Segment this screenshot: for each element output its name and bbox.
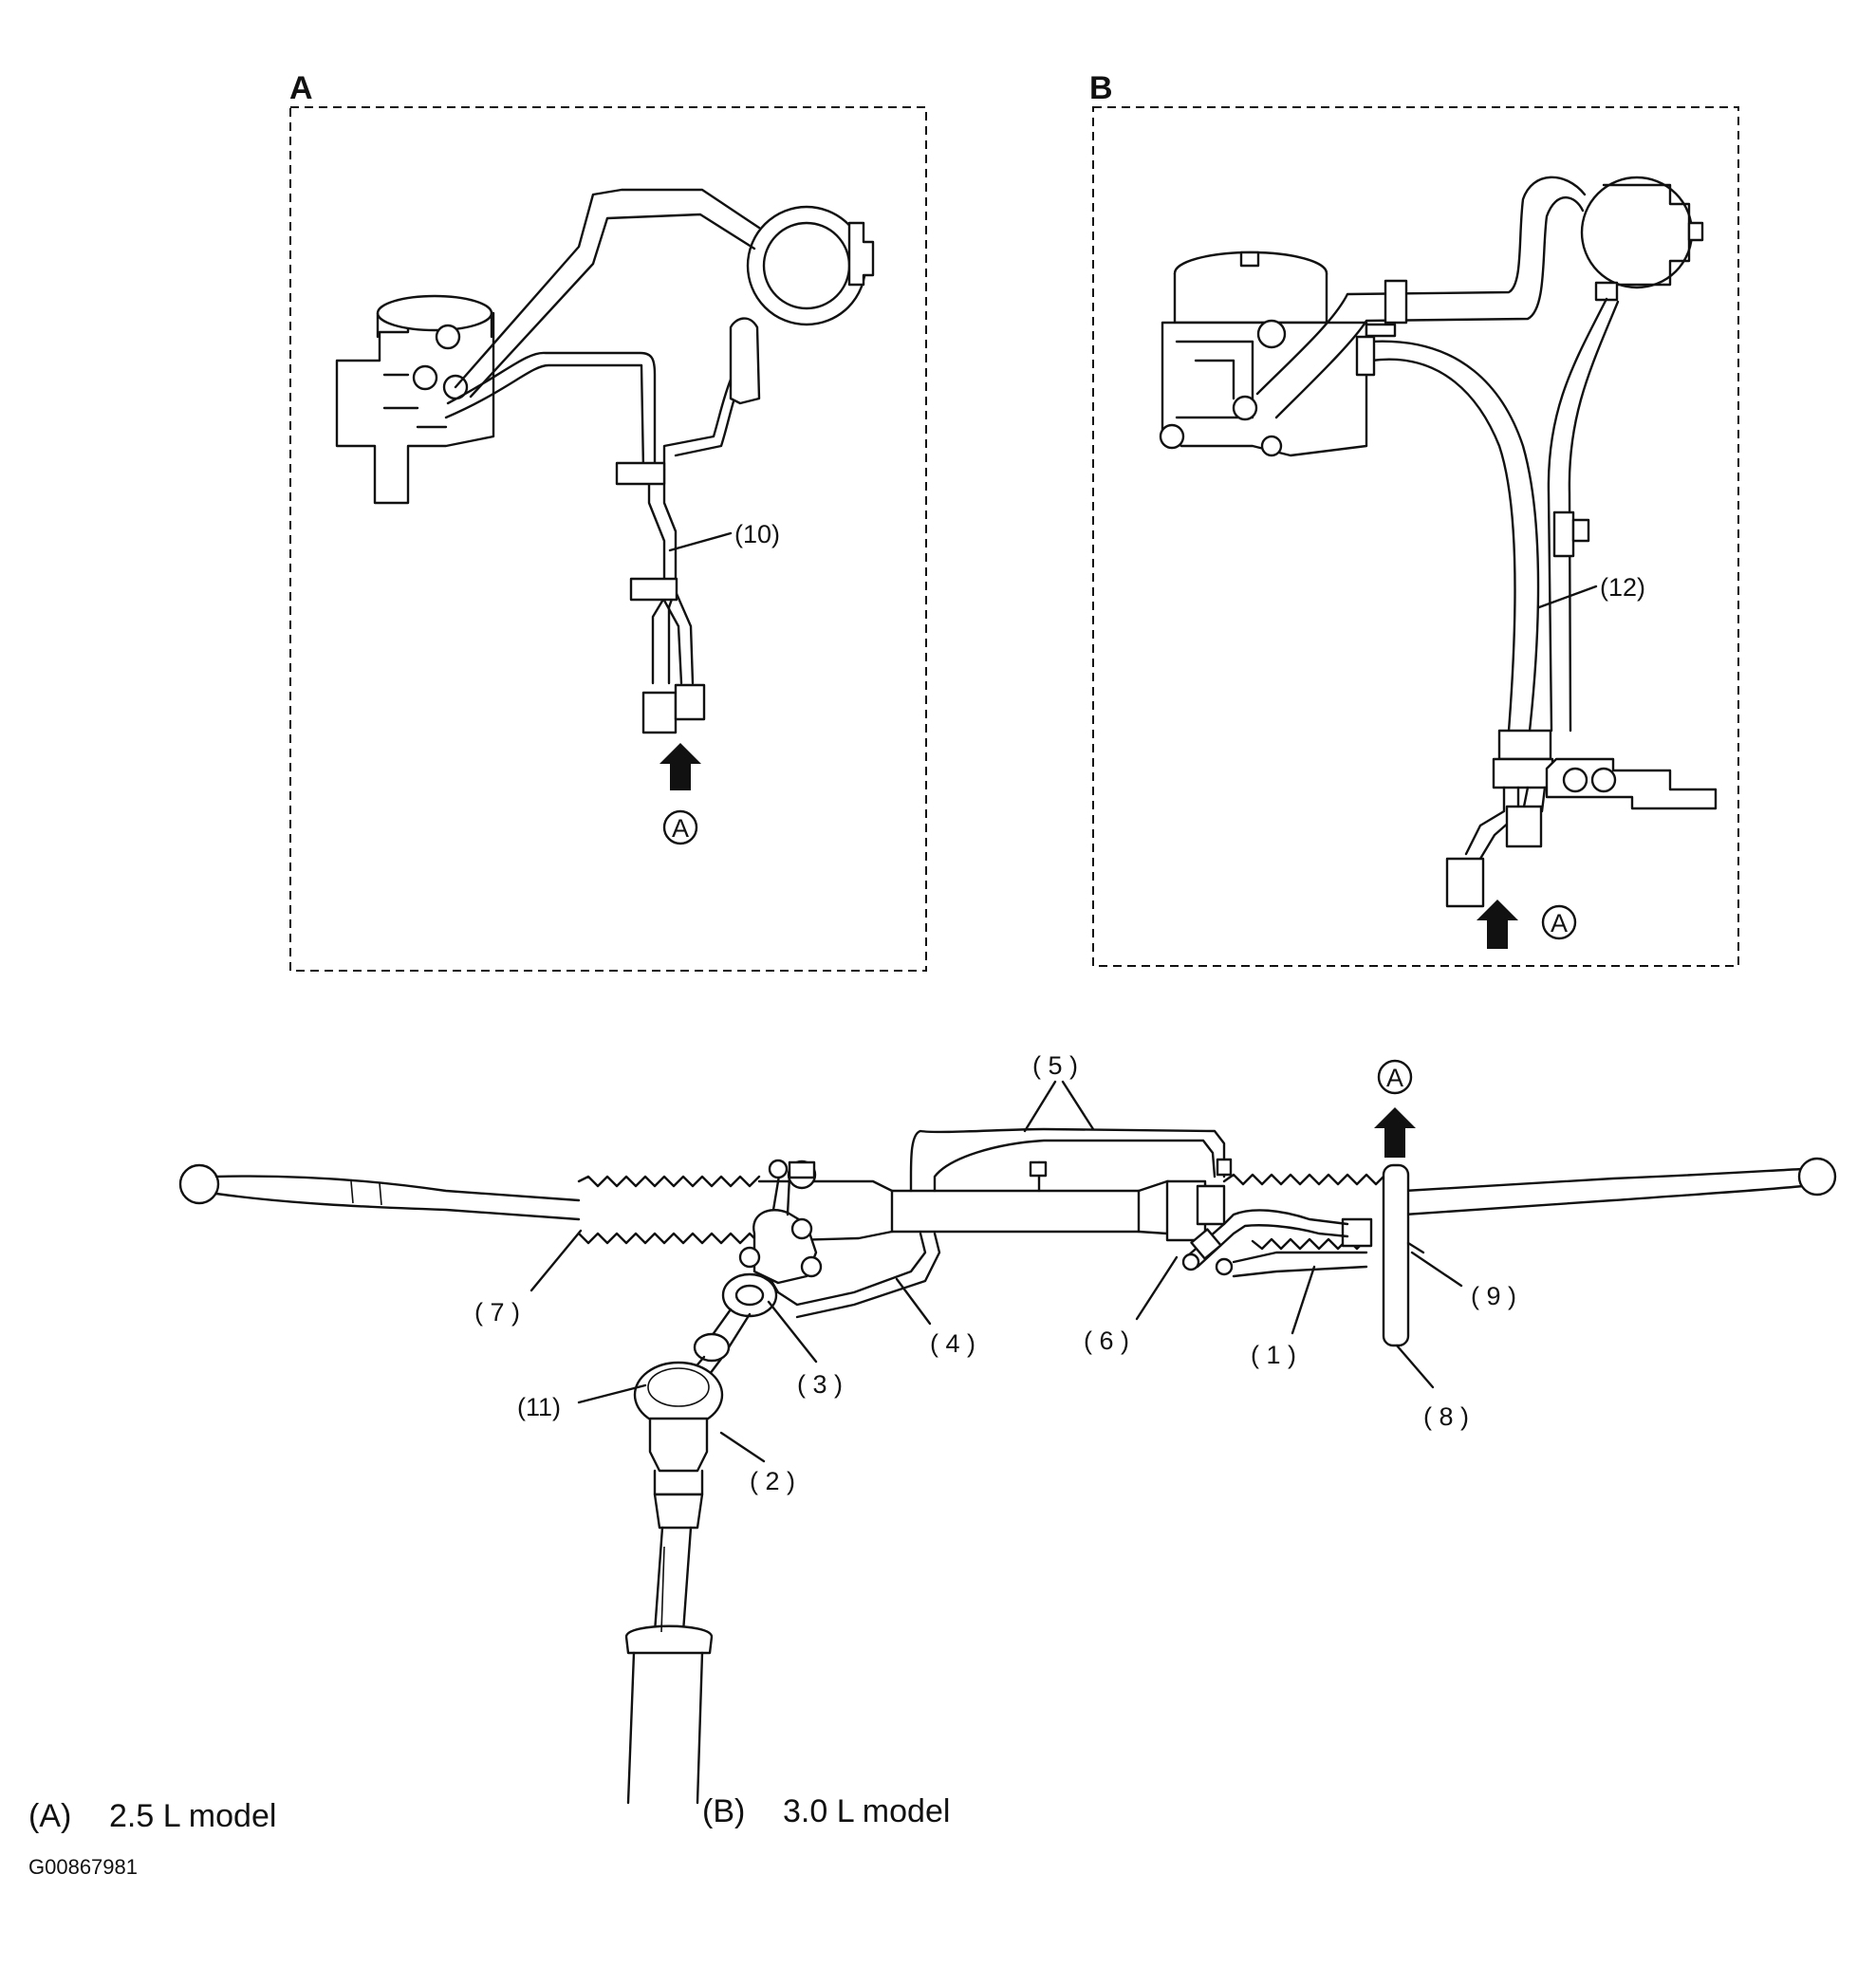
legend-text-b: 3.0 L model — [783, 1793, 950, 1829]
boot-left — [577, 1175, 761, 1245]
marker-a-label: A — [672, 814, 689, 843]
panel-b: B — [1089, 70, 1739, 967]
callout-11: (11) — [517, 1393, 561, 1421]
power-steering-pump-b — [1159, 251, 1368, 457]
callout-8: ( 8 ) — [1423, 1402, 1469, 1431]
gearbox-housing — [757, 1160, 1226, 1243]
marker-b-circle — [1541, 904, 1577, 940]
valve-assembly — [738, 1159, 823, 1285]
marker-b-label: A — [1551, 909, 1568, 937]
view-arrow-b — [1477, 900, 1518, 949]
legend: (A) 2.5 L model (B) 3.0 L model G0086798… — [28, 1793, 950, 1879]
supply-hose-b — [1255, 176, 1587, 419]
callout-4: ( 4 ) — [930, 1329, 975, 1358]
panel-a-letter: A — [289, 70, 313, 106]
callout-10: (10) — [734, 520, 780, 548]
hoses-a — [444, 188, 761, 472]
legend-text-a: 2.5 L model — [109, 1798, 276, 1834]
callout-12-leader — [1537, 585, 1598, 609]
marker-assembly-circle — [1377, 1059, 1413, 1095]
callout-7: ( 7 ) — [474, 1298, 520, 1327]
callout-1: ( 1 ) — [1251, 1341, 1296, 1369]
pressure-hose-b — [1355, 297, 1620, 733]
marker-a-circle — [662, 809, 698, 845]
callout-5: ( 5 ) — [1032, 1051, 1078, 1080]
pipe-set-4 — [767, 1232, 941, 1319]
callout-3: ( 3 ) — [797, 1370, 843, 1399]
view-arrow-assembly — [1374, 1107, 1416, 1158]
panel-a: A — [289, 70, 927, 972]
callout-6: ( 6 ) — [1084, 1327, 1129, 1355]
reservoir-tank-a — [746, 205, 875, 326]
leader-lines — [529, 1080, 1463, 1463]
marker-assembly-label: A — [1386, 1064, 1403, 1092]
steering-shaft — [624, 1526, 714, 1805]
tie-rod-left — [178, 1163, 581, 1221]
callout-12: (12) — [1600, 573, 1645, 602]
callout-9: ( 9 ) — [1471, 1282, 1516, 1310]
view-arrow-a — [659, 743, 701, 790]
steering-joint-cover — [633, 1361, 724, 1530]
pipe-fittings-right — [1181, 1209, 1368, 1278]
figure-id: G00867981 — [28, 1855, 138, 1879]
callout-10-leader — [668, 531, 733, 552]
power-steering-pump-a — [335, 294, 495, 505]
panel-b-letter: B — [1089, 70, 1113, 106]
legend-key-a: (A) — [28, 1798, 71, 1834]
legend-key-b: (B) — [702, 1793, 745, 1829]
pipe-set-5 — [909, 1127, 1233, 1193]
tie-rod-right — [1402, 1157, 1837, 1216]
callout-2: ( 2 ) — [750, 1467, 795, 1495]
panel-b-frame — [1092, 106, 1739, 967]
mounting-bracket — [1382, 1163, 1410, 1347]
panel-a-frame — [289, 106, 927, 972]
steering-assembly: A ( 5 ) ( 7 ) (11) ( 2 ) ( 3 ) ( 4 ) ( 6… — [178, 1051, 1837, 1805]
pressure-pipe-a — [615, 461, 706, 734]
reservoir-tank-b — [1580, 176, 1704, 302]
hose-bracket-b — [1445, 729, 1718, 908]
universal-joint — [686, 1272, 778, 1380]
